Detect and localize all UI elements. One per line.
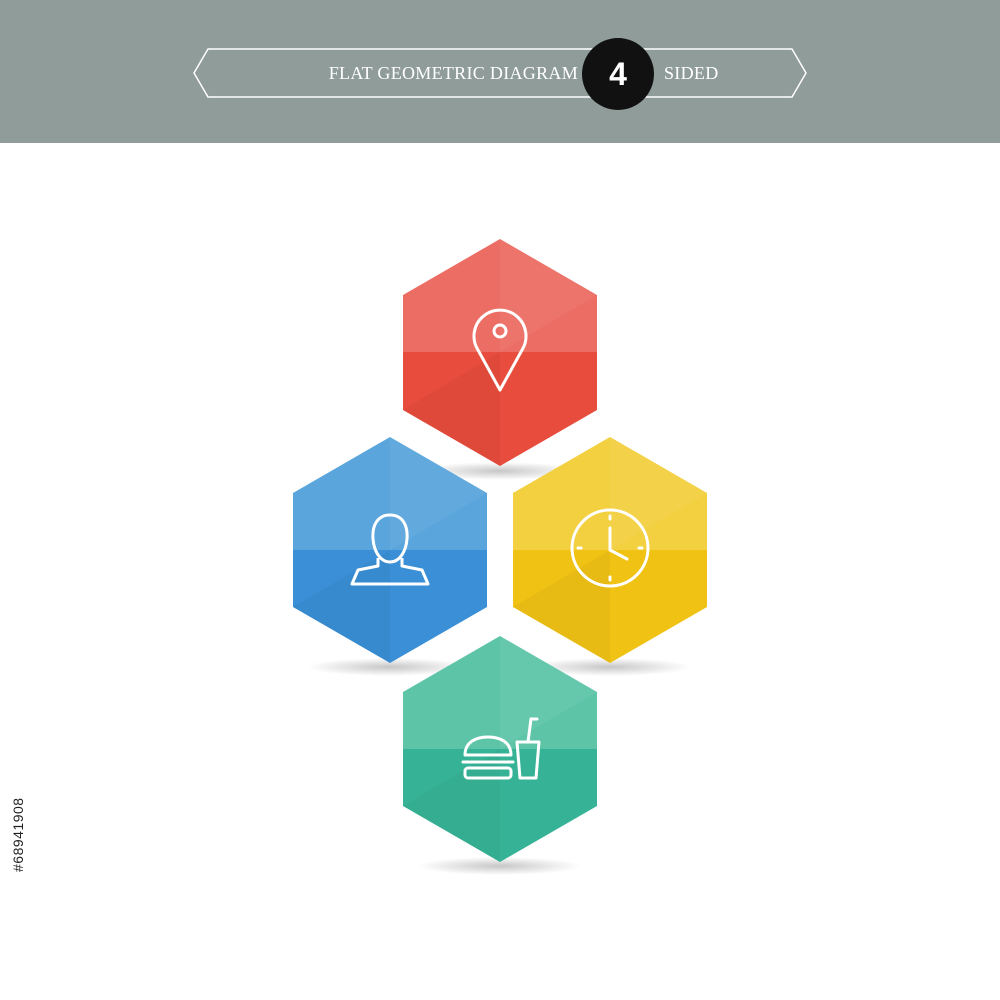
shadow <box>417 462 581 480</box>
hexagon-green <box>403 636 597 862</box>
stock-id-label: #68941908 <box>10 797 26 873</box>
hexagon-red <box>403 239 597 466</box>
banner-title-right: SIDED <box>664 63 719 83</box>
burger-drink-icon <box>461 717 541 780</box>
hexagon-blue <box>293 437 487 663</box>
shadow <box>527 658 691 676</box>
hexagon-yellow <box>513 437 707 663</box>
shadow <box>307 658 471 676</box>
user-icon <box>350 513 430 586</box>
header-band <box>0 0 1000 143</box>
shadow <box>417 857 581 875</box>
banner-frame <box>193 48 807 98</box>
clock-icon <box>570 508 650 588</box>
number-badge: 4 <box>582 38 654 110</box>
location-pin-icon <box>472 308 528 392</box>
banner-title-left: FLAT GEOMETRIC DIAGRAM <box>328 63 578 83</box>
